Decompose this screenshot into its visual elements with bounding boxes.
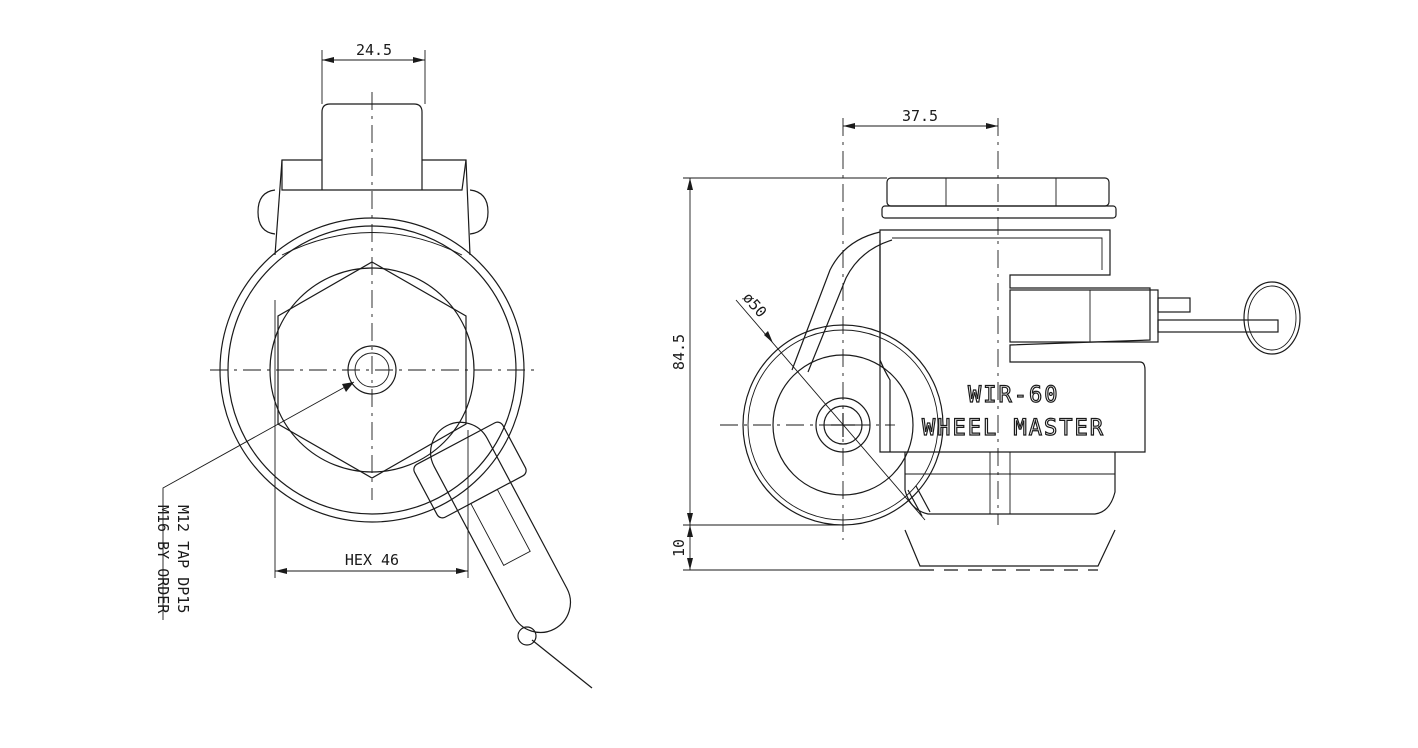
wheel-bracket-inner [807, 239, 893, 373]
lever-mount [1009, 289, 1159, 343]
arrow [413, 57, 425, 63]
right-bolt-knob [469, 189, 489, 235]
hex-nut [277, 261, 467, 479]
right-bracket [422, 159, 471, 256]
arrow [687, 178, 693, 190]
arrow [687, 525, 693, 537]
lowered-pad-outline [904, 529, 1116, 567]
wheel-bracket-outer [791, 231, 881, 371]
dim-height-label: 84.5 [670, 334, 688, 370]
lever-ring [1243, 281, 1301, 355]
lever-pin [531, 639, 593, 689]
arrow [843, 123, 855, 129]
arrow [456, 568, 468, 574]
side-view: WIR-60 WHEEL MASTER 37.5 84.5 10 ø50 [670, 107, 1301, 571]
arrow [342, 382, 354, 392]
tap-note-leader [162, 381, 355, 620]
top-washer [881, 205, 1117, 219]
lever-pin-hole [517, 626, 537, 646]
model-label: WIR-60 [968, 383, 1059, 408]
body-inner-line [892, 237, 1103, 270]
tap-note-line2: M16 BY ORDER [154, 505, 172, 614]
body-housing [879, 229, 1151, 453]
dim-lift-label: 10 [670, 539, 688, 557]
lever-hub [413, 421, 527, 519]
dim-width-label: 24.5 [356, 41, 392, 59]
tap-note-line1: M12 TAP DP15 [174, 505, 192, 613]
lever-rod [1157, 319, 1279, 333]
arrow [764, 331, 773, 343]
lever-stub [1157, 297, 1191, 313]
arrow [322, 57, 334, 63]
front-view: 24.5 HEX 46 M12 TAP DP15 M16 BY ORDER [154, 41, 593, 689]
bracket-bar [281, 159, 467, 191]
dim-hex-label: HEX 46 [345, 551, 399, 569]
arrow [275, 568, 287, 574]
bracket-vertical [879, 240, 891, 452]
dim-offset-label: 37.5 [902, 107, 938, 125]
left-bolt-knob [257, 189, 276, 235]
arrow [687, 558, 693, 570]
arrow [687, 513, 693, 525]
arrow [986, 123, 998, 129]
lever-ring-inner [1247, 285, 1297, 351]
lever-arm [413, 421, 572, 634]
wheel-guard [907, 485, 931, 517]
lever-body [430, 421, 572, 634]
lever-slot [470, 488, 531, 566]
base-pad [904, 452, 1116, 515]
dim-diameter-label: ø50 [739, 289, 770, 321]
brand-label: WHEEL MASTER [922, 416, 1105, 441]
